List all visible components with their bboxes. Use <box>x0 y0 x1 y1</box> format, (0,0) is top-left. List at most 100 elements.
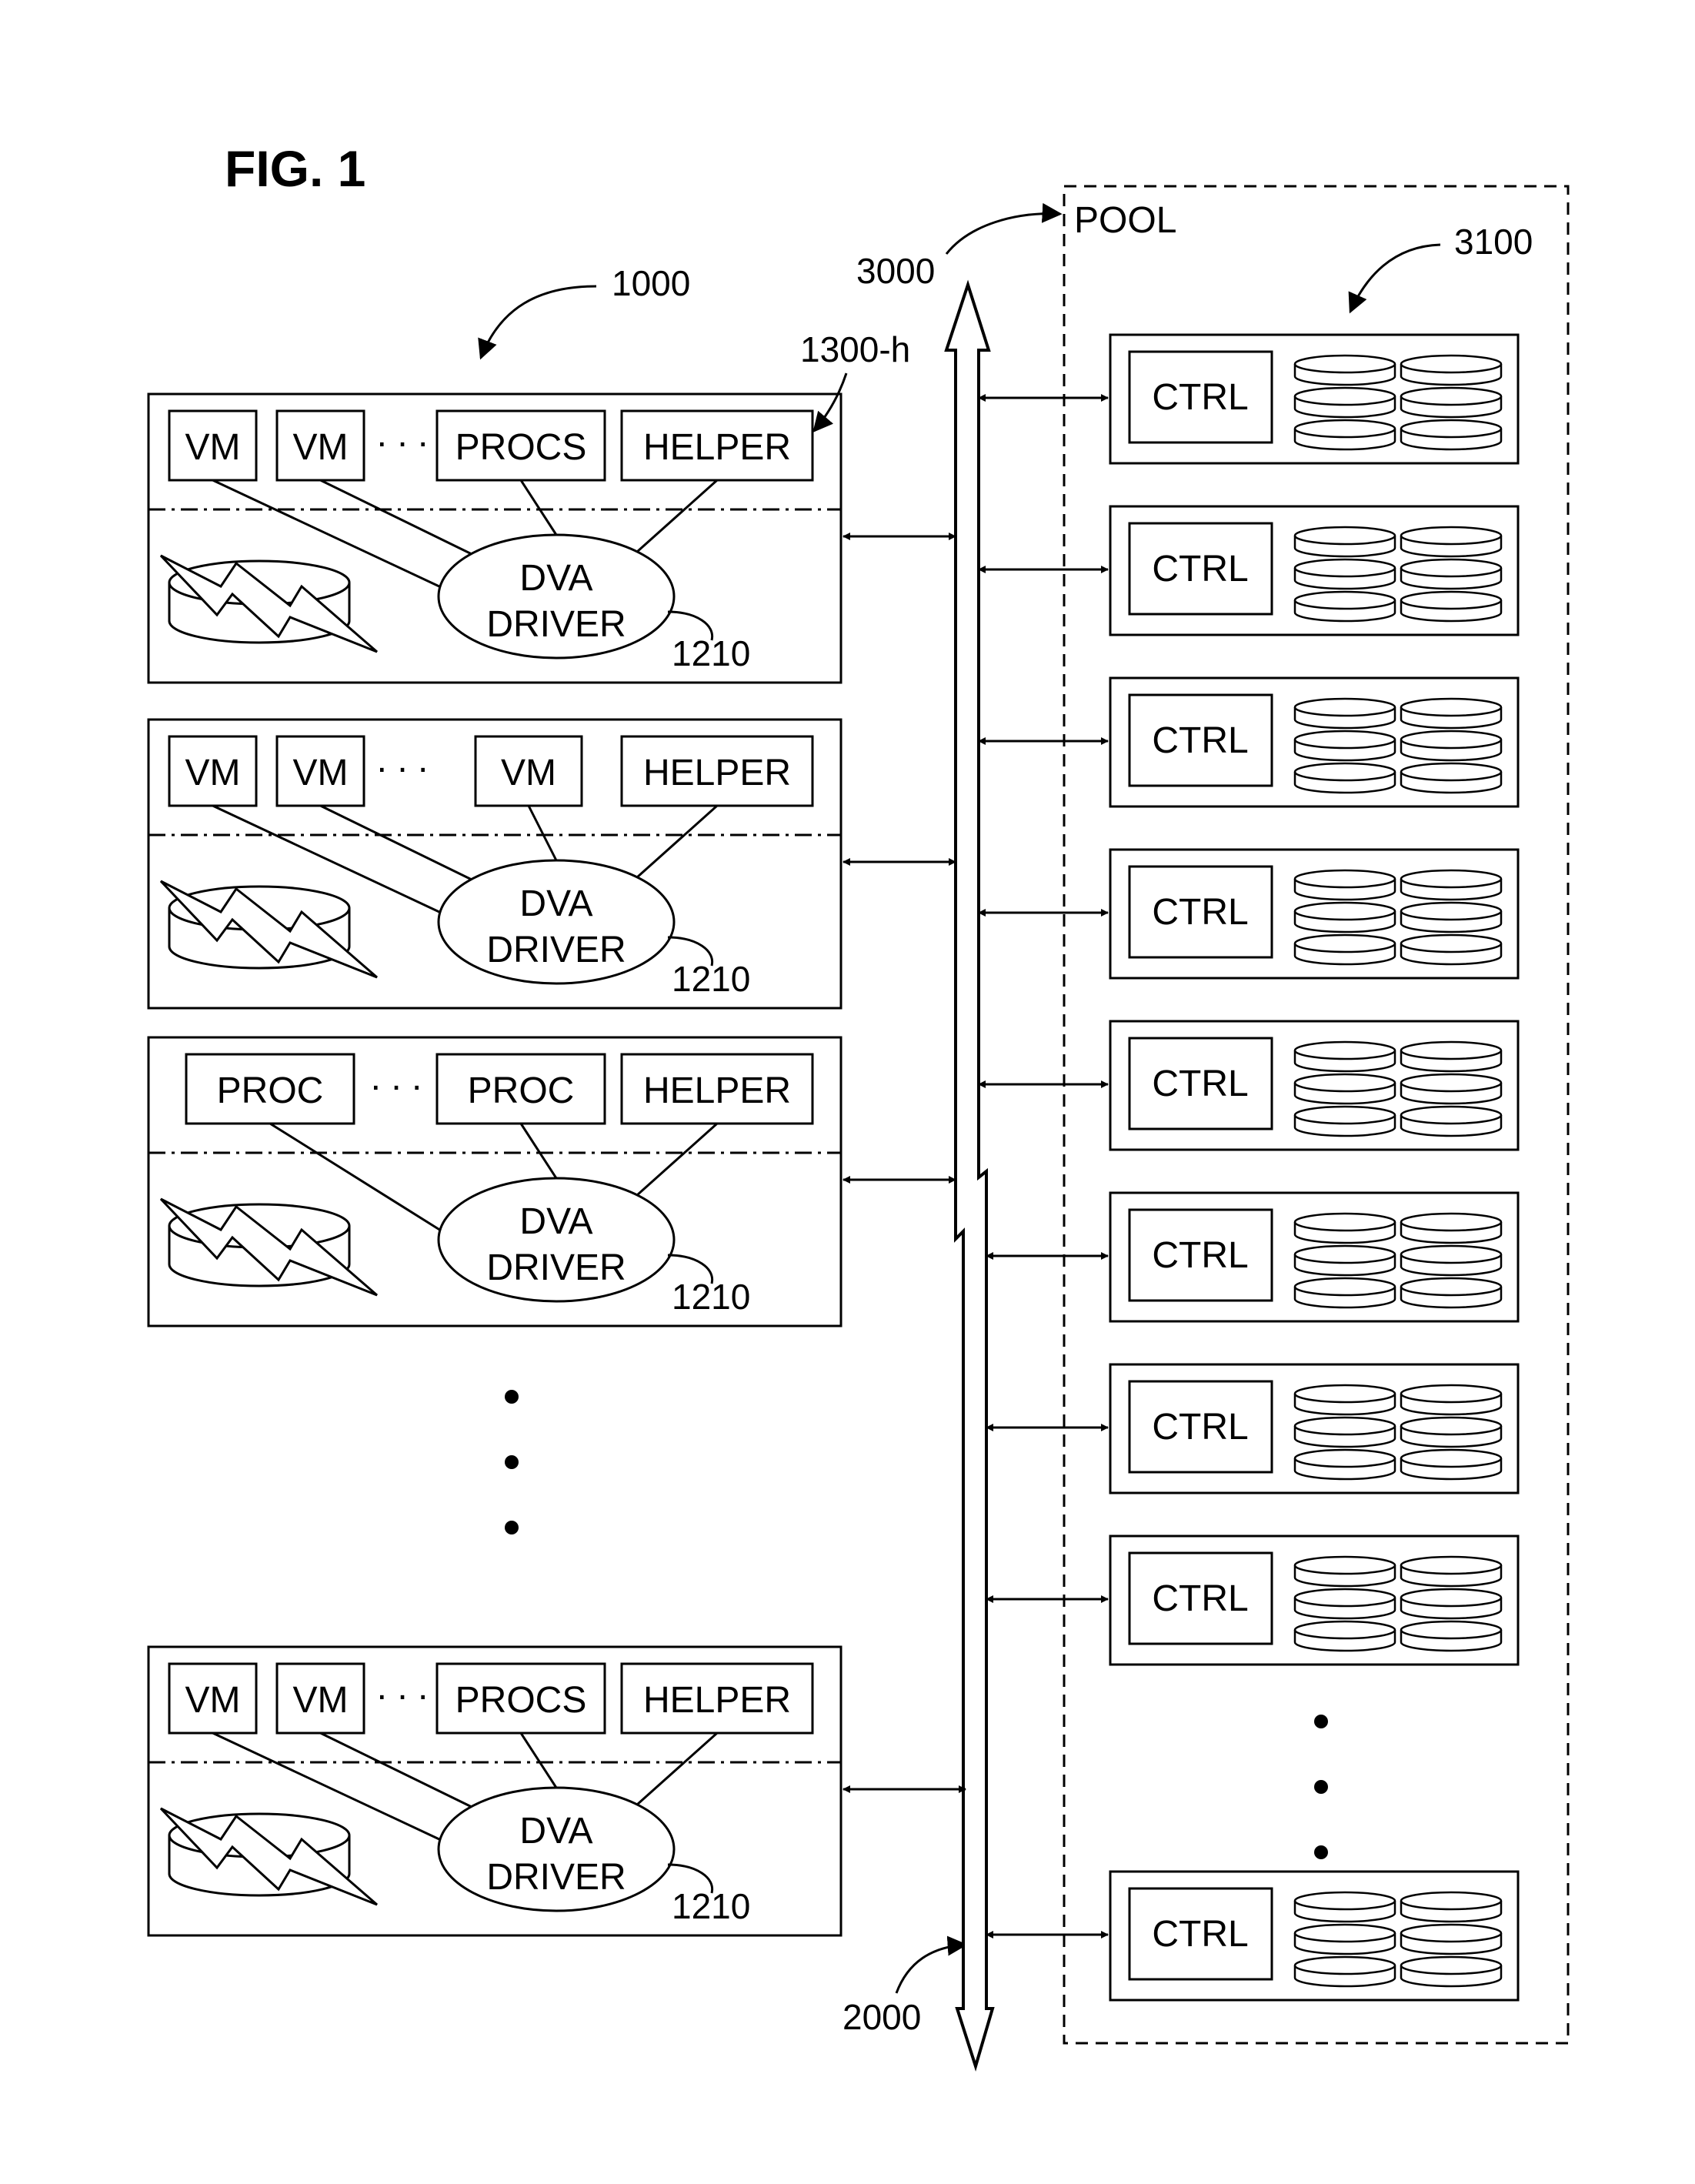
storage-node-6: CTRL <box>986 1193 1518 1321</box>
disk-platter-top <box>1401 1246 1501 1263</box>
network-bus <box>946 285 993 2066</box>
host-4: DVADRIVER1210VMVMPROCSHELPER. . . <box>148 1647 966 1935</box>
storage-node-9: CTRL <box>986 1872 1518 2000</box>
storage-node-1: CTRL <box>979 335 1518 463</box>
host-2: DVADRIVER1210VMVMVMHELPER. . . <box>148 720 956 1008</box>
disk-platter-top <box>1401 1074 1501 1091</box>
ctrl-label: CTRL <box>1152 1578 1248 1619</box>
ref-hosts: 1000 <box>612 263 690 303</box>
dva-driver-label-top: DVA <box>519 883 592 924</box>
disk-platter-top <box>1295 870 1395 887</box>
host-item-label: VM <box>293 753 349 793</box>
host-item-label: HELPER <box>643 1070 791 1111</box>
disk-platter-top <box>1295 1925 1395 1942</box>
hosts-more-dot <box>505 1455 519 1469</box>
nodes-more-dot <box>1314 1715 1328 1728</box>
host-item-label: PROCS <box>455 1680 587 1721</box>
host-item-connector <box>521 1733 556 1788</box>
host-item-connector <box>521 480 556 535</box>
disk-platter-top <box>1401 388 1501 405</box>
disk-platter-top <box>1295 1557 1395 1574</box>
disk-platter-top <box>1401 527 1501 544</box>
dva-driver-label-bottom: DRIVER <box>486 1247 626 1288</box>
disk-platter-top <box>1295 903 1395 920</box>
storage-node-7: CTRL <box>986 1364 1518 1493</box>
disk-platter-top <box>1401 731 1501 748</box>
dva-driver-label-bottom: DRIVER <box>486 930 626 970</box>
ref-hosts-leader <box>481 286 596 358</box>
host-item-connector <box>529 806 556 860</box>
host-1: DVADRIVER1210VMVMPROCSHELPER. . . <box>148 394 956 683</box>
disk-platter-top <box>1295 1589 1395 1606</box>
hosts-group: DVADRIVER1210VMVMPROCSHELPER. . .DVADRIV… <box>148 394 966 1935</box>
host-item-connector <box>321 480 472 554</box>
disk-platter-top <box>1401 1042 1501 1059</box>
disk-platter-top <box>1295 356 1395 372</box>
disk-platter-top <box>1401 420 1501 437</box>
disk-platter-top <box>1295 935 1395 952</box>
host-items-ellipsis: . . . <box>377 414 429 455</box>
disk-platter-top <box>1295 1278 1395 1295</box>
dva-driver-label-bottom: DRIVER <box>486 1857 626 1898</box>
storage-nodes-group: CTRLCTRLCTRLCTRLCTRLCTRLCTRLCTRLCTRL <box>979 335 1518 2000</box>
host-item-label: HELPER <box>643 427 791 468</box>
disk-platter-top <box>1401 1589 1501 1606</box>
storage-node-5: CTRL <box>979 1021 1518 1150</box>
host-3: DVADRIVER1210PROCPROCHELPER. . . <box>148 1037 956 1326</box>
disk-platter-top <box>1295 1042 1395 1059</box>
ref-bus-leader <box>896 1945 966 1993</box>
host-item-label: HELPER <box>643 1680 791 1721</box>
hosts-more-dot <box>505 1390 519 1404</box>
disk-platter-top <box>1295 1892 1395 1909</box>
ctrl-label: CTRL <box>1152 1914 1248 1955</box>
disk-platter-top <box>1295 388 1395 405</box>
disk-platter-top <box>1401 1278 1501 1295</box>
disk-platter-top <box>1295 559 1395 576</box>
disk-platter-top <box>1401 1418 1501 1434</box>
host-items-ellipsis: . . . <box>371 1057 422 1098</box>
disk-platter-top <box>1295 1385 1395 1402</box>
storage-node-8: CTRL <box>986 1536 1518 1665</box>
host-item-connector <box>637 806 717 877</box>
host-item-label: VM <box>185 1680 241 1721</box>
dva-driver-label-bottom: DRIVER <box>486 604 626 645</box>
ref-bus: 2000 <box>842 1997 921 2037</box>
local-disk-icon <box>161 881 377 977</box>
host-item-connector <box>637 480 717 552</box>
ctrl-label: CTRL <box>1152 1235 1248 1276</box>
ctrl-label: CTRL <box>1152 1407 1248 1448</box>
disk-platter-top <box>1295 1450 1395 1467</box>
disk-platter-top <box>1295 1214 1395 1231</box>
local-disk-icon <box>161 1199 377 1295</box>
disk-platter-top <box>1295 592 1395 609</box>
host-item-label: VM <box>293 1680 349 1721</box>
disk-platter-top <box>1295 1418 1395 1434</box>
disk-platter-top <box>1401 1925 1501 1942</box>
disk-platter-top <box>1401 356 1501 372</box>
dva-driver-label-top: DVA <box>519 1201 592 1242</box>
disk-platter-top <box>1401 1957 1501 1974</box>
disk-platter-top <box>1295 1107 1395 1124</box>
host-item-label: VM <box>501 753 556 793</box>
ctrl-label: CTRL <box>1152 549 1248 589</box>
host-items-ellipsis: . . . <box>377 1667 429 1708</box>
disk-platter-top <box>1295 699 1395 716</box>
host-item-connector <box>637 1733 717 1805</box>
hosts-more-dot <box>505 1521 519 1534</box>
host-item-label: HELPER <box>643 753 791 793</box>
ref-nodes: 3100 <box>1454 222 1533 262</box>
disk-platter-top <box>1401 559 1501 576</box>
disk-platter-top <box>1401 1621 1501 1638</box>
disk-platter-top <box>1295 763 1395 780</box>
host-item-connector <box>321 806 472 880</box>
host-item-connector <box>637 1124 717 1195</box>
host-item-label: VM <box>185 753 241 793</box>
disk-platter-top <box>1295 731 1395 748</box>
ref-network: 3000 <box>856 251 935 291</box>
ctrl-label: CTRL <box>1152 1064 1248 1104</box>
disk-platter-top <box>1401 1214 1501 1231</box>
dva-driver-label-top: DVA <box>519 558 592 599</box>
disk-platter-top <box>1295 1246 1395 1263</box>
figure-title: FIG. 1 <box>225 140 365 197</box>
